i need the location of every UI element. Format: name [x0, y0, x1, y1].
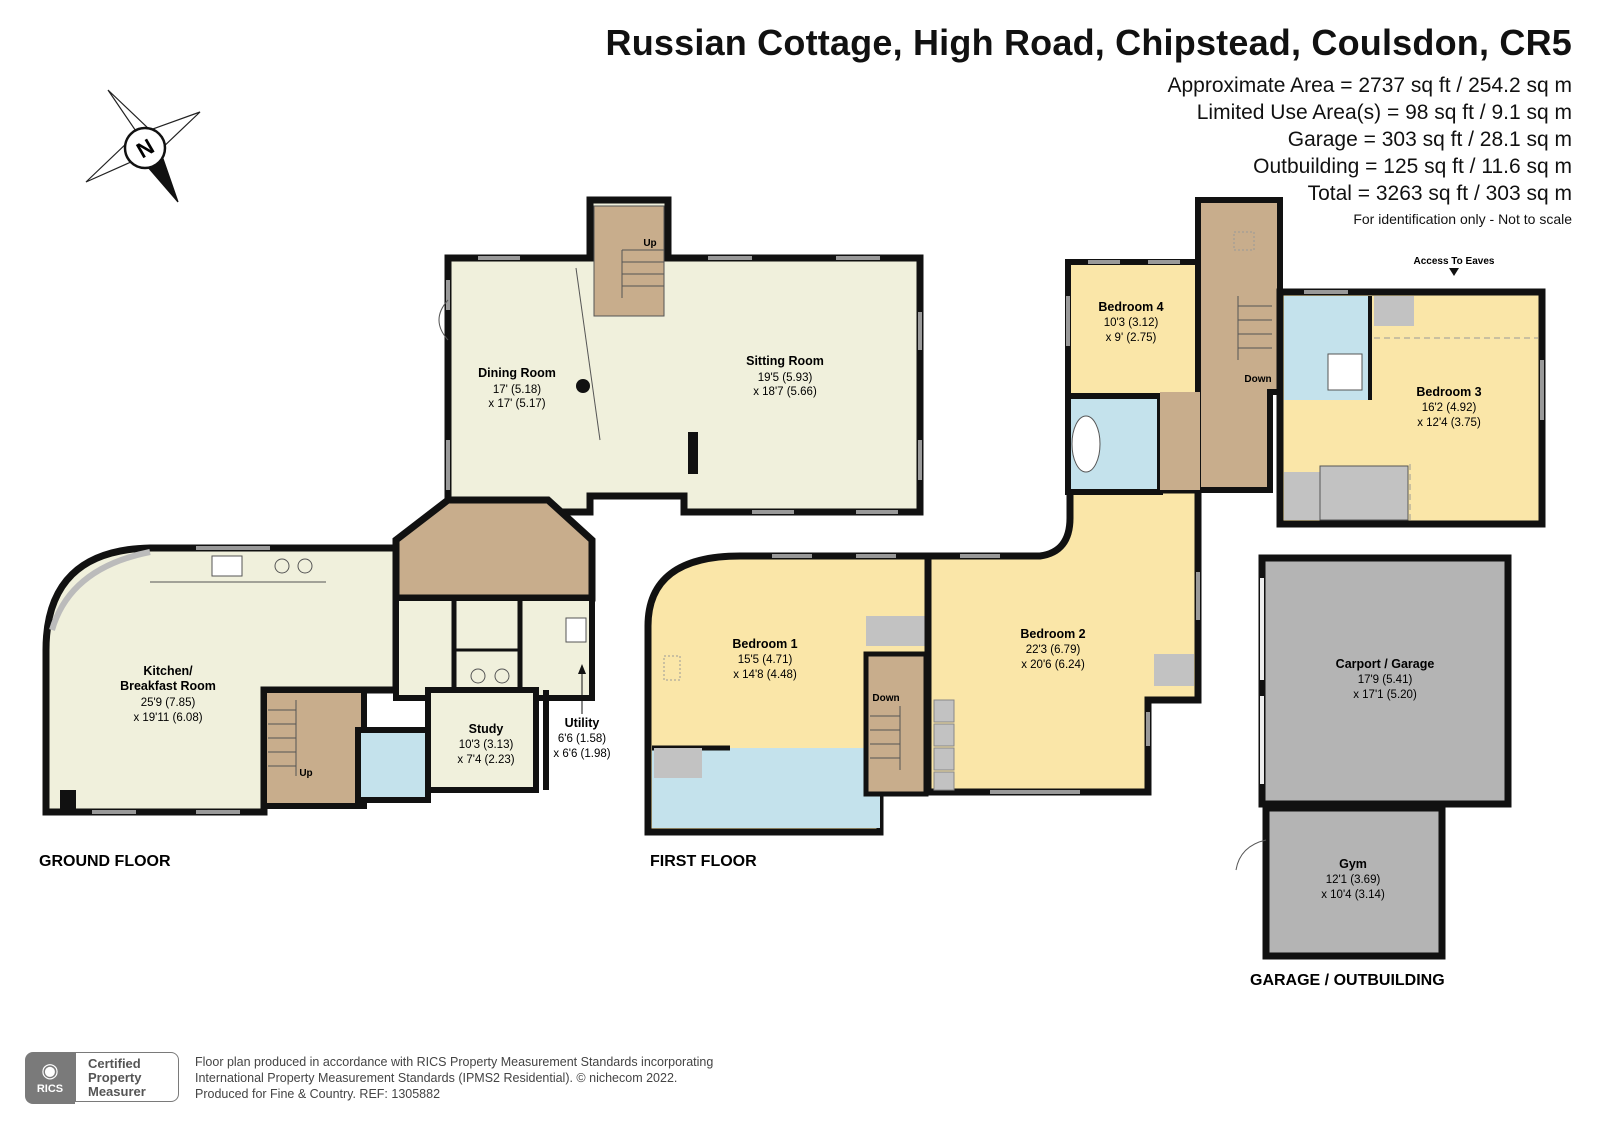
cert-line-2: Property — [88, 1070, 142, 1085]
bedroom-2-dim1: 22'3 (6.79) — [1026, 644, 1081, 656]
garage-dim2: x 17'1 (5.20) — [1353, 689, 1417, 701]
sink-icon — [211, 555, 243, 577]
rics-label: RICS — [36, 1083, 64, 1095]
stairs-down-label-2: Down — [1244, 374, 1271, 385]
utility-label: Utility — [565, 716, 600, 730]
rics-badge: ◉ RICS — [25, 1052, 75, 1104]
total-area: Total = 3263 sq ft / 303 sq m — [1307, 182, 1572, 205]
ground-floor: Up — [39, 196, 924, 870]
column — [576, 379, 590, 393]
dining-room-label: Dining Room — [478, 366, 556, 380]
approx-area: Approximate Area = 2737 sq ft / 254.2 sq… — [1167, 74, 1573, 97]
bedroom-2-label: Bedroom 2 — [1020, 627, 1085, 641]
first-floor: Down Down — [644, 197, 1546, 870]
room-divider — [575, 267, 601, 441]
carport-garage — [1258, 554, 1512, 808]
rics-logo-icon: ◉ — [41, 1060, 59, 1082]
bedroom-4-label: Bedroom 4 — [1098, 300, 1163, 314]
garage-dim1: 17'9 (5.41) — [1358, 674, 1413, 686]
gym-dim2: x 10'4 (3.14) — [1321, 889, 1385, 901]
bedroom-3-dim2: x 12'4 (3.75) — [1417, 417, 1481, 429]
first-floor-landing-stairs — [863, 651, 929, 797]
bedroom-4-dim2: x 9' (2.75) — [1106, 332, 1157, 344]
eaves-access-label: Access To Eaves — [1414, 256, 1495, 267]
header: Russian Cottage, High Road, Chipstead, C… — [606, 22, 1572, 227]
first-floor-label: FIRST FLOOR — [650, 853, 757, 870]
garage-outbuilding: Carport / Garage 17'9 (5.41) x 17'1 (5.2… — [1235, 554, 1512, 989]
sitting-room-dim1: 19'5 (5.93) — [758, 372, 813, 384]
rear-stairs-up-label: Up — [299, 768, 312, 779]
dining-room-dim1: 17' (5.18) — [493, 384, 541, 396]
bedroom-1-dim2: x 14'8 (4.48) — [733, 669, 797, 681]
utility-dim2: x 6'6 (1.98) — [553, 748, 610, 760]
sitting-room-dim2: x 18'7 (5.66) — [753, 386, 817, 398]
bedroom-4 — [1065, 259, 1201, 399]
entrance-hall — [392, 496, 596, 602]
cert-line-1: Certified — [88, 1056, 141, 1071]
stairs-up-label: Up — [643, 238, 656, 249]
footnote-line-1: Floor plan produced in accordance with R… — [195, 1055, 714, 1069]
bedroom-2 — [924, 486, 1202, 796]
compass-icon: N — [85, 89, 201, 203]
bedroom-2-dim2: x 20'6 (6.24) — [1021, 659, 1085, 671]
kitchen-dim2: x 19'11 (6.08) — [133, 712, 202, 724]
study-dim1: 10'3 (3.13) — [459, 739, 514, 751]
kitchen-label-1: Kitchen/ — [143, 664, 193, 678]
footnote-line-2: International Property Measurement Stand… — [195, 1071, 678, 1085]
garage-label: Carport / Garage — [1336, 657, 1435, 671]
bedroom-1-dim1: 15'5 (4.71) — [738, 654, 793, 666]
bedroom-3-label: Bedroom 3 — [1416, 385, 1481, 399]
gym-dim1: 12'1 (3.69) — [1326, 874, 1381, 886]
stairs-down-label-1: Down — [872, 693, 899, 704]
property-title: Russian Cottage, High Road, Chipstead, C… — [605, 22, 1572, 63]
sitting-room-label: Sitting Room — [746, 354, 824, 368]
study-room — [425, 687, 539, 793]
study-dim2: x 7'4 (2.23) — [457, 754, 514, 766]
utility-dim1: 6'6 (1.58) — [558, 733, 606, 745]
bedroom-1-label: Bedroom 1 — [732, 637, 797, 651]
footnote: Floor plan produced in accordance with R… — [195, 1054, 795, 1102]
cloak-area — [393, 595, 595, 701]
dining-room-dim2: x 17' (5.17) — [488, 398, 545, 410]
gym-label: Gym — [1339, 857, 1367, 871]
bedroom-3-dim1: 16'2 (4.92) — [1422, 402, 1477, 414]
gym-room — [1262, 804, 1446, 960]
dining-sitting-block — [444, 196, 924, 516]
kitchen-label-2: Breakfast Room — [120, 679, 216, 693]
garage-area: Garage = 303 sq ft / 28.1 sq m — [1287, 128, 1572, 151]
kitchen-dim1: 25'9 (7.85) — [141, 697, 196, 709]
disclaimer: For identification only - Not to scale — [1353, 211, 1572, 227]
bedroom-4-dim1: 10'3 (3.12) — [1104, 317, 1159, 329]
limited-use-area: Limited Use Area(s) = 98 sq ft / 9.1 sq … — [1196, 101, 1572, 124]
first-floor-landing — [1195, 197, 1283, 493]
study-label: Study — [469, 722, 504, 736]
footnote-line-3: Produced for Fine & Country. REF: 130588… — [195, 1087, 441, 1101]
ground-wc — [355, 727, 431, 803]
cert-line-3: Measurer — [88, 1084, 146, 1099]
certified-badge: Certified Property Measurer — [75, 1052, 179, 1102]
stairs-ground-up — [593, 205, 665, 317]
outbuilding-area: Outbuilding = 125 sq ft / 11.6 sq m — [1253, 155, 1572, 178]
garage-floor-label: GARAGE / OUTBUILDING — [1250, 972, 1445, 989]
rear-hall — [261, 687, 367, 809]
ground-floor-label: GROUND FLOOR — [39, 853, 171, 870]
